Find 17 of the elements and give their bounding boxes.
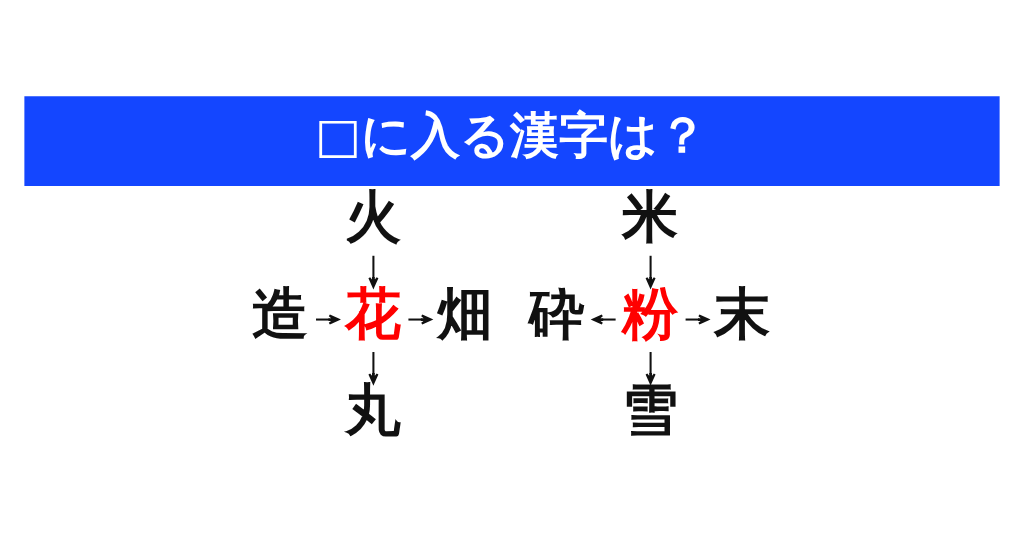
node-text: 米	[621, 183, 678, 249]
node-text: 粉	[621, 280, 678, 346]
arrow	[645, 255, 656, 288]
node-text: 火	[344, 183, 401, 249]
arrow	[368, 255, 379, 288]
arrow	[645, 351, 656, 384]
diagram-title: □に入る漢字は？	[315, 106, 708, 163]
node-text: 砕	[529, 280, 586, 346]
node-text: 造	[252, 280, 309, 346]
arrow	[408, 313, 432, 325]
node-text: 雪	[621, 376, 678, 442]
arrow	[368, 351, 379, 384]
node-text: 丸	[344, 376, 401, 442]
arrow	[592, 313, 616, 325]
node-text: 末	[714, 280, 771, 346]
node-text: 花	[344, 280, 401, 346]
node-text: 畑	[436, 280, 493, 346]
